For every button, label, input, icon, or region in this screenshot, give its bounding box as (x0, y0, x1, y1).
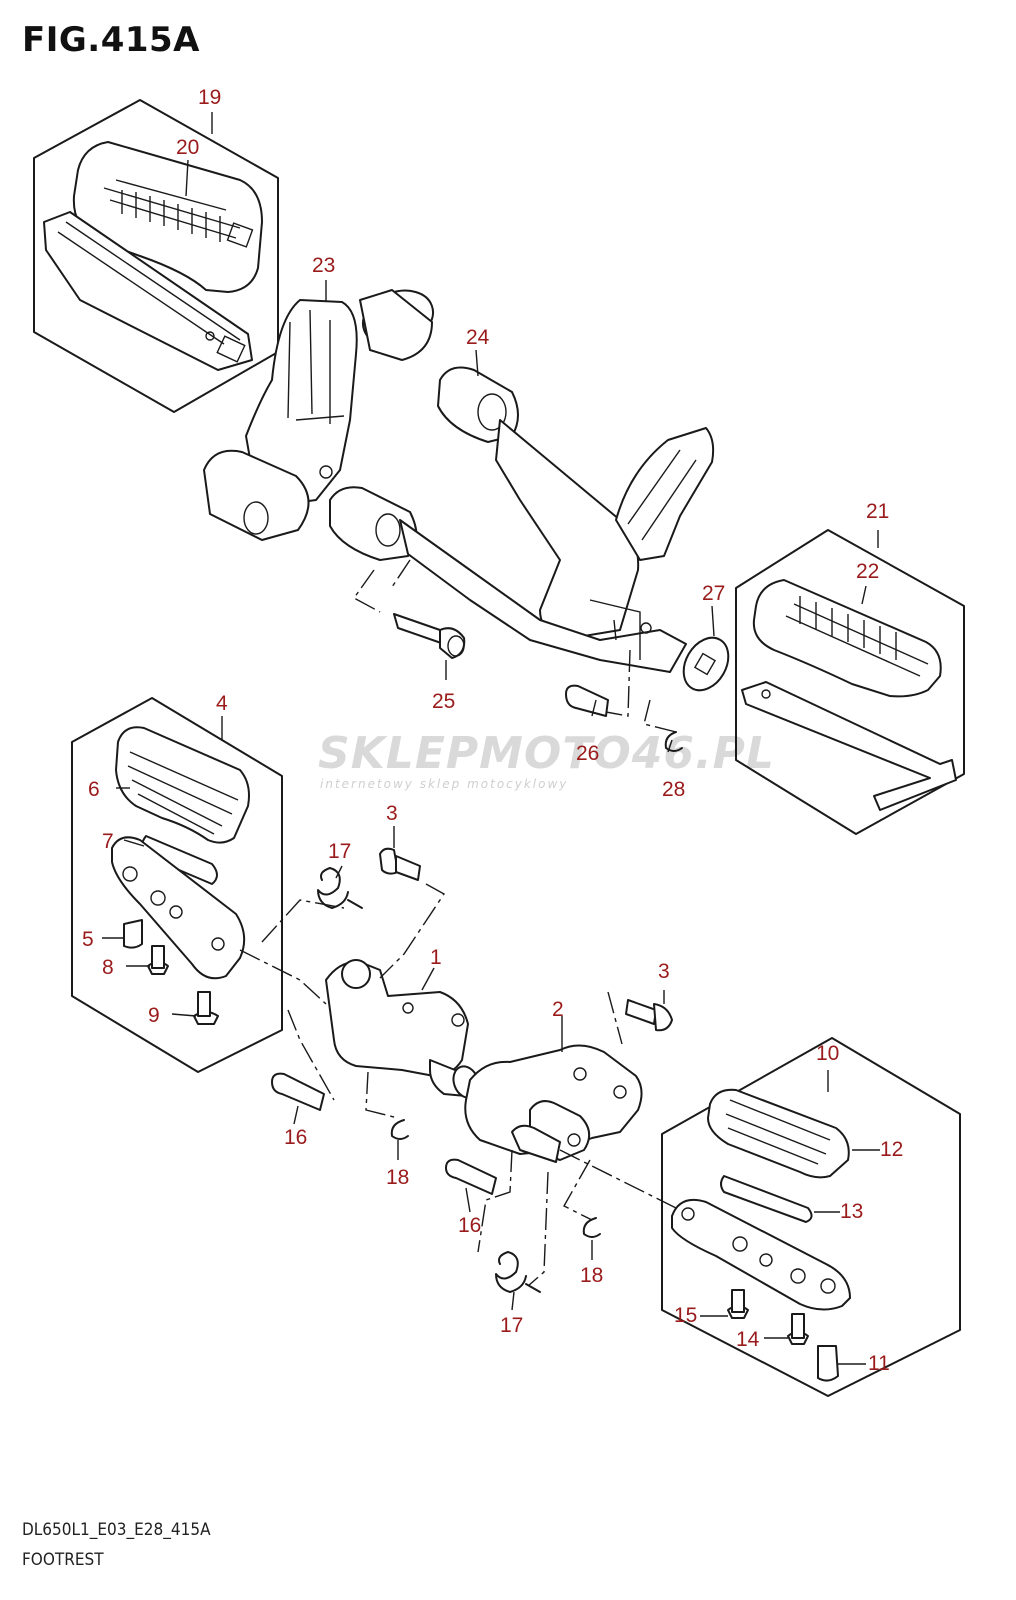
callout-24: 24 (466, 326, 490, 349)
callout-labels: 19 20 23 24 21 22 27 25 26 28 4 6 7 5 8 … (82, 86, 903, 1375)
callout-2: 2 (552, 998, 564, 1021)
watermark-brand: SKLEPMOTO46.PL (318, 728, 775, 779)
watermark-tagline: internetowy sklep motocyklowy (320, 777, 568, 791)
bracket-23 (203, 289, 434, 541)
footpeg-plate-19 (43, 211, 253, 371)
footpeg-rubber-6 (115, 726, 250, 844)
kit-19-footrest-rubber-left (33, 99, 279, 413)
callout-25: 25 (432, 690, 455, 713)
kit-4-footrest-left (71, 697, 283, 1073)
callout-13: 13 (840, 1200, 863, 1223)
callout-18b: 18 (580, 1264, 603, 1287)
callout-3b: 3 (658, 960, 670, 983)
spring-17-lower (495, 1251, 541, 1293)
figure-name: FOOTREST (22, 1550, 104, 1570)
kit-19-outline (33, 99, 279, 413)
callout-17b: 17 (500, 1314, 523, 1337)
clip-18-left (390, 1119, 409, 1140)
callout-21: 21 (866, 500, 889, 523)
nut-11 (817, 1345, 839, 1382)
kit-4-outline (71, 697, 283, 1073)
callout-3a: 3 (386, 802, 398, 825)
callout-5: 5 (82, 928, 94, 951)
footpeg-plate-21 (741, 681, 957, 811)
spring-17-upper (317, 867, 363, 909)
bracket-24 (329, 366, 715, 673)
footpeg-plate-13 (720, 1175, 813, 1223)
figure-code: DL650L1_E03_E28_415A (22, 1520, 211, 1540)
callout-6: 6 (88, 778, 100, 801)
callout-18a: 18 (386, 1166, 409, 1189)
callout-16a: 16 (284, 1126, 307, 1149)
bracket-1 (325, 959, 480, 1099)
kit-10-outline (661, 1037, 961, 1397)
footpeg-rubber-22 (752, 579, 942, 698)
callout-20: 20 (176, 136, 199, 159)
watermark: SKLEPMOTO46.PL internetowy sklep motocyk… (318, 728, 775, 791)
callout-4: 4 (216, 692, 228, 715)
figure-title: FIG.415A (22, 20, 200, 60)
callout-19: 19 (198, 86, 221, 109)
kit-10-footrest-right (661, 1037, 961, 1397)
pin-26 (565, 684, 609, 717)
bolt-3-right (625, 999, 673, 1032)
pin-16-left (271, 1072, 325, 1111)
callout-28: 28 (662, 778, 685, 801)
callout-23: 23 (312, 254, 335, 277)
callout-10: 10 (816, 1042, 839, 1065)
bolt-3-left (379, 847, 421, 881)
assembly-lines (102, 112, 880, 1365)
footpeg-bracket-left (111, 836, 246, 980)
kit-21-outline (735, 529, 965, 835)
footpeg-bracket-right (671, 1198, 851, 1311)
callout-22: 22 (856, 560, 879, 583)
clip-18-right (582, 1217, 601, 1238)
nut-5 (123, 919, 143, 949)
callout-8: 8 (102, 956, 114, 979)
callout-9: 9 (148, 1004, 160, 1027)
callout-26: 26 (576, 742, 599, 765)
callout-15: 15 (674, 1304, 697, 1327)
kit-21-footrest-rubber-right (735, 529, 965, 835)
callout-12: 12 (880, 1138, 903, 1161)
washer-27 (682, 636, 730, 692)
clip-28 (664, 731, 683, 752)
bolt-25 (393, 613, 466, 659)
callout-7: 7 (102, 830, 114, 853)
callout-27: 27 (702, 582, 725, 605)
footpeg-rubber-12 (707, 1088, 850, 1179)
callout-1: 1 (430, 946, 442, 969)
callout-16b: 16 (458, 1214, 481, 1237)
callout-17a: 17 (328, 840, 351, 863)
pin-16-right (445, 1158, 497, 1195)
callout-14: 14 (736, 1328, 760, 1351)
bracket-2 (464, 1044, 643, 1163)
callout-11: 11 (868, 1352, 890, 1375)
